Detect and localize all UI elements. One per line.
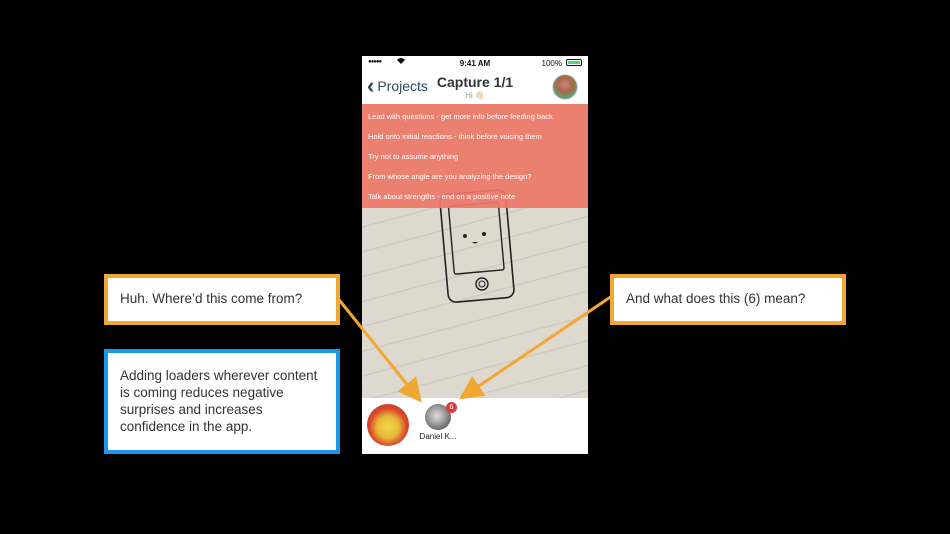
profile-avatar[interactable] [552,74,578,100]
feedback-tips-panel: Lead with questions - get more info befo… [362,104,588,208]
user-chip-daniel[interactable]: 6 Daniel K... [418,402,458,441]
back-button[interactable]: ‹ Projects [367,74,428,98]
battery-icon [566,59,582,66]
own-avatar[interactable] [367,404,409,446]
nav-bar: ‹ Projects Capture 1/1 Hi 👋🏻 [362,70,588,104]
callout-text: And what does this (6) mean? [626,291,806,306]
battery-percent: 100% [541,59,562,68]
page-subtitle: Hi 👋🏻 [465,91,485,100]
page-title: Capture 1/1 [436,74,514,90]
tip-item: Lead with questions - get more info befo… [368,112,553,121]
callout-where-from: Huh. Where’d this come from? [104,274,340,325]
callout-badge-meaning: And what does this (6) mean? [610,274,846,325]
callout-text: Huh. Where’d this come from? [120,291,303,306]
user-name: Daniel K... [419,432,457,441]
tip-item: From whose angle are you analyzing the d… [368,172,532,181]
back-label: Projects [377,78,428,94]
callout-loaders: Adding loaders wherever content is comin… [104,349,340,454]
status-time: 9:41 AM [459,59,491,68]
status-bar: ●●●●● 9:41 AM 100% [362,56,588,70]
avatar: 6 [425,402,457,430]
nav-title-group: Capture 1/1 Hi 👋🏻 [422,74,528,100]
chevron-left-icon: ‹ [367,73,375,98]
notification-badge: 6 [446,402,457,413]
signal-icon: ●●●●● [368,59,382,65]
wifi-icon [396,57,406,67]
tip-item: Hold onto initial reactions - think befo… [368,132,542,141]
tip-item: Try not to assume anything [368,152,459,161]
callout-text: Adding loaders wherever content is comin… [120,368,318,434]
tip-item: Talk about strengths - end on a positive… [368,192,516,201]
phone-screen: ●●●●● 9:41 AM 100% ‹ Projects Capture 1/… [362,56,588,454]
bottom-user-bar: 6 Daniel K... [362,398,588,454]
